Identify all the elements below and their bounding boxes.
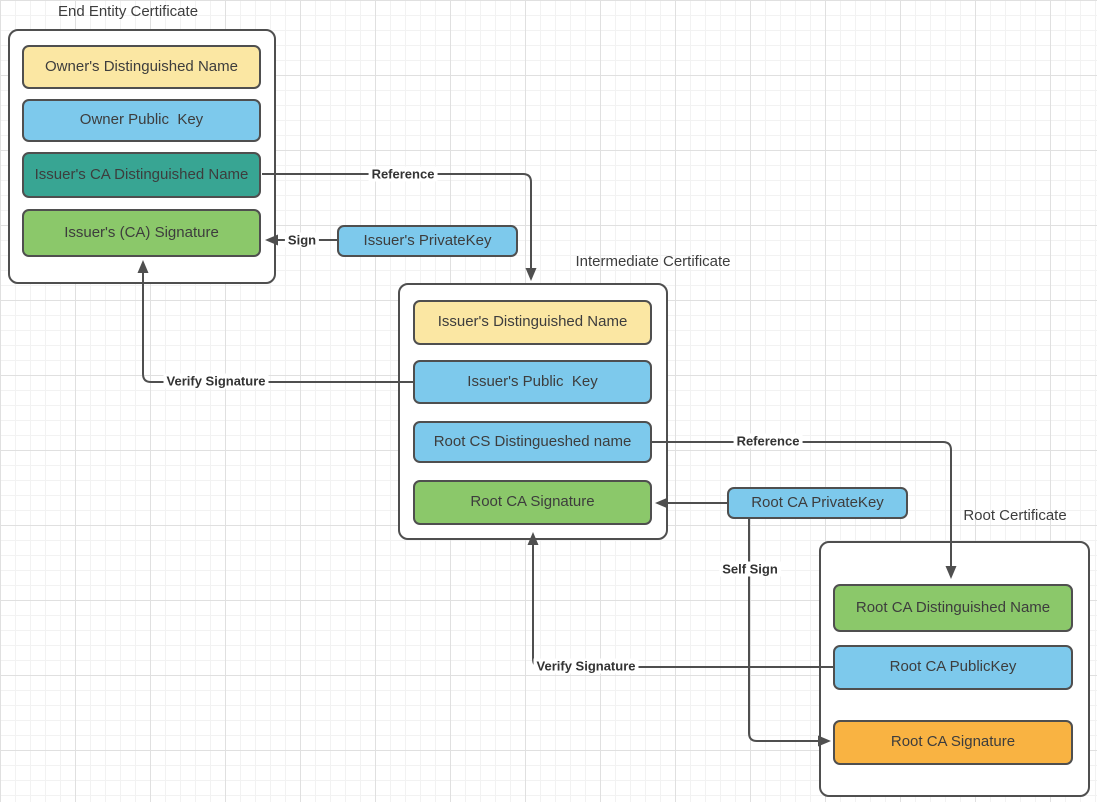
node-label: Owner Public Key	[79, 111, 204, 129]
node-owners-distinguished-name: Owner's Distinguished Name	[22, 45, 261, 89]
node-root-ca-distinguished-name: Root CA Distinguished Name	[833, 584, 1073, 632]
node-label: Owner's Distinguished Name	[45, 57, 238, 75]
node-label: Root CA PublicKey	[889, 658, 1017, 676]
node-issuers-public-key: Issuer's Public Key	[413, 360, 652, 404]
arrowhead-left-issuers-signature-icon	[265, 234, 278, 246]
edge-label-verify-signature-left: Verify Signature	[163, 373, 269, 389]
node-root-ca-signature-root: Root CA Signature	[833, 720, 1073, 765]
node-label: Root CS Distingueshed name	[433, 432, 632, 450]
edge-reference-right	[652, 441, 952, 567]
node-label: Issuer's (CA) Signature	[64, 223, 219, 241]
node-label: Issuer's PrivateKey	[363, 231, 492, 249]
node-label: Root CA Signature	[470, 493, 595, 511]
end-entity-certificate-title: End Entity Certificate	[57, 3, 199, 20]
arrowhead-right-root-signature-icon	[818, 735, 831, 747]
edge-label-reference-left: Reference	[368, 166, 438, 182]
arrowhead-down-root-dn-icon	[945, 566, 957, 579]
node-root-cs-distingueshed-name: Root CS Distingueshed name	[413, 421, 652, 463]
node-issuers-distinguished-name: Issuer's Distinguished Name	[413, 300, 652, 345]
node-label: Root CA PrivateKey	[751, 493, 884, 511]
node-issuers-ca-distinguished-name: Issuer's CA Distinguished Name	[22, 152, 261, 198]
node-root-ca-privatekey: Root CA PrivateKey	[727, 487, 908, 519]
node-issuers-ca-signature: Issuer's (CA) Signature	[22, 209, 261, 257]
arrowhead-up-issuers-signature-icon	[137, 260, 149, 273]
edge-label-reference-right: Reference	[733, 433, 803, 449]
edge-label-sign: Sign	[284, 232, 320, 248]
root-certificate-title: Root Certificate	[963, 507, 1067, 524]
edge-verify-signature-bottom	[532, 545, 833, 668]
node-label: Issuer's Distinguished Name	[437, 313, 628, 331]
node-owner-public-key: Owner Public Key	[22, 99, 261, 142]
arrowhead-up-intermediate-signature-icon	[527, 532, 539, 545]
node-label: Issuer's CA Distinguished Name	[34, 165, 249, 183]
intermediate-certificate-title: Intermediate Certificate	[575, 253, 731, 270]
node-label: Root CA Signature	[890, 733, 1016, 751]
edge-verify-signature-left	[142, 273, 413, 383]
node-issuers-privatekey: Issuer's PrivateKey	[337, 225, 518, 257]
edge-label-self-sign: Self Sign	[719, 561, 781, 577]
node-label: Root CA Distinguished Name	[855, 598, 1051, 616]
node-root-ca-publickey: Root CA PublicKey	[833, 645, 1073, 690]
edge-label-verify-signature-bottom: Verify Signature	[533, 658, 639, 674]
arrowhead-down-intermediate-icon	[525, 268, 537, 281]
node-label: Issuer's Public Key	[467, 372, 598, 390]
edge-self-sign	[748, 519, 818, 742]
edge-reference-left	[262, 173, 532, 269]
node-root-ca-signature-intermediate: Root CA Signature	[413, 480, 652, 525]
arrowhead-left-root-signature-icon	[655, 497, 668, 509]
